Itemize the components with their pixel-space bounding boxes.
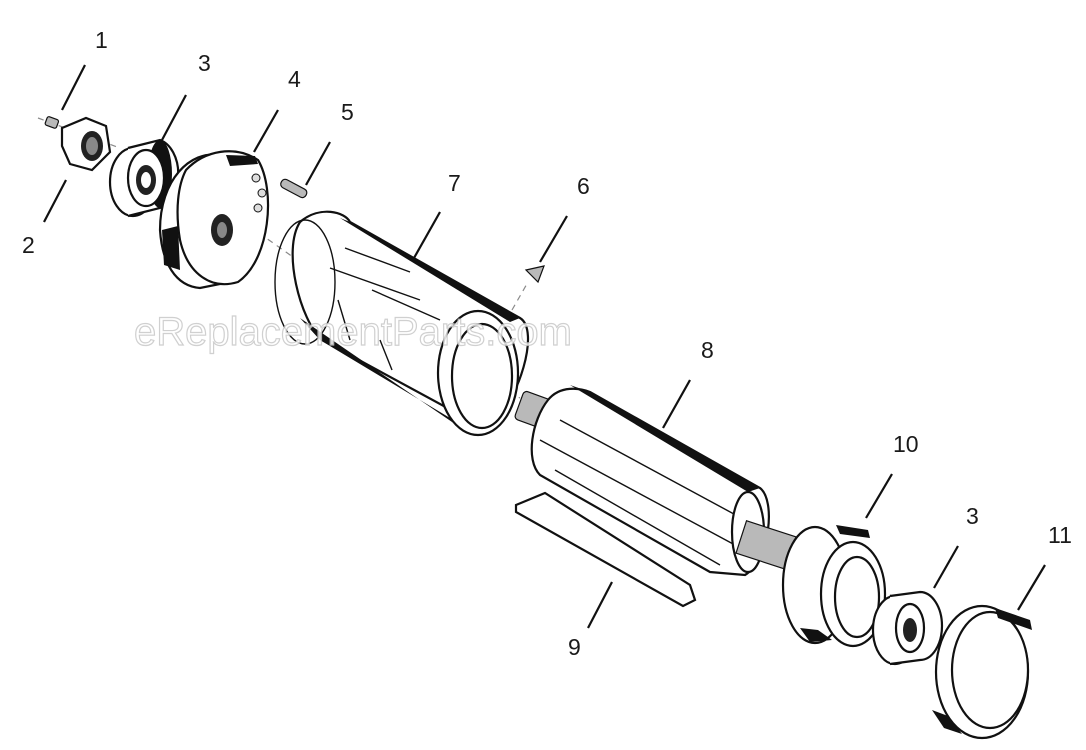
callout-3-right: 3 [966, 503, 979, 529]
callout-4: 4 [288, 66, 301, 92]
leader-lines [43, 64, 1046, 629]
part-2-nut [60, 116, 112, 172]
callout-6: 6 [577, 173, 590, 199]
part-1-set-screw [44, 116, 60, 129]
watermark: eReplacementParts.com [134, 310, 572, 354]
callout-2: 2 [22, 232, 35, 258]
part-5-pin [280, 178, 308, 199]
part-8-rotor [514, 385, 797, 577]
part-6-screw [524, 265, 545, 284]
callout-1: 1 [95, 27, 108, 53]
part-3-bearing-right [871, 590, 944, 666]
callout-5: 5 [341, 99, 354, 125]
part-9-vane [514, 491, 697, 608]
callout-9: 9 [568, 634, 581, 660]
part-10-housing [781, 525, 887, 648]
part-4-end-plate [158, 150, 270, 290]
callout-11: 11 [1048, 522, 1072, 548]
callout-3-left: 3 [198, 50, 211, 76]
callout-8: 8 [701, 337, 714, 363]
callout-10: 10 [893, 431, 919, 457]
part-7-cylinder [274, 210, 530, 437]
callout-7: 7 [448, 170, 461, 196]
part-11-ring [932, 604, 1032, 740]
